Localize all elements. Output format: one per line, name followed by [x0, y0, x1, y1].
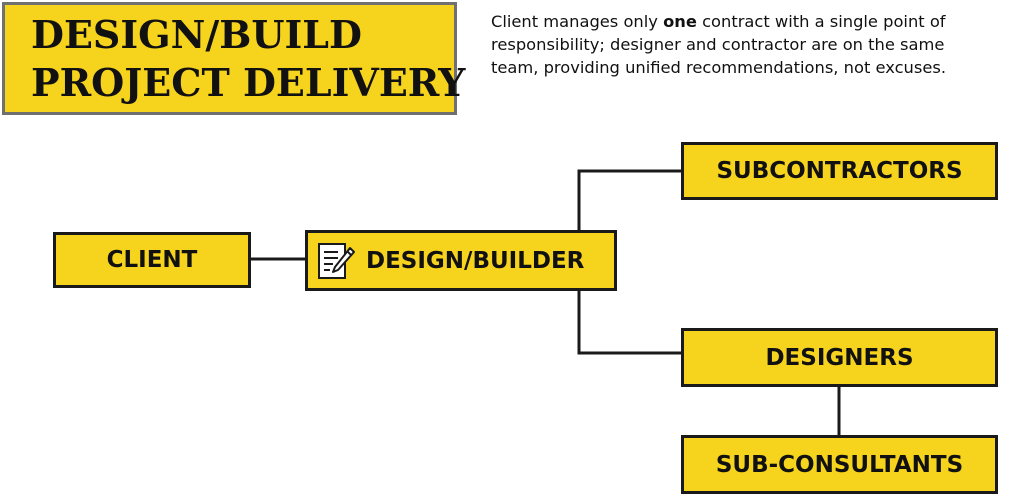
description-line-1: Client manages only one contract with a …	[491, 10, 1021, 33]
title-banner: DESIGN/BUILD PROJECT DELIVERY	[2, 2, 465, 115]
title-line-1: DESIGN/BUILD	[31, 12, 362, 57]
design-builder-label: DESIGN/BUILDER	[366, 247, 585, 274]
connector-designbuilder-subcontractors	[577, 169, 681, 230]
description-line-1-start: Client manages only	[491, 12, 664, 31]
description-emphasis: one	[663, 12, 697, 31]
description-line-3: team, providing unified recommendations,…	[491, 58, 947, 77]
design-builder-box: DESIGN/BUILDER	[305, 230, 617, 291]
subcontractors-label: SUBCONTRACTORS	[716, 158, 963, 184]
client-label: CLIENT	[106, 247, 198, 273]
title-line-2: PROJECT DELIVERY	[31, 60, 466, 105]
designers-box: DESIGNERS	[681, 328, 998, 387]
document-pencil-icon	[318, 242, 355, 279]
client-box: CLIENT	[53, 232, 251, 288]
sub-consultants-label: SUB-CONSULTANTS	[715, 451, 964, 478]
sub-consultants-box: SUB-CONSULTANTS	[681, 435, 998, 494]
description-line-2: responsibility; designer and contractor …	[491, 35, 945, 54]
designers-label: DESIGNERS	[765, 344, 914, 371]
description-text: Client manages only one contract with a …	[491, 10, 1021, 79]
connector-designbuilder-designers	[577, 291, 681, 355]
description-line-1-end: contract with a single point of	[696, 12, 946, 31]
subcontractors-box: SUBCONTRACTORS	[681, 142, 998, 200]
